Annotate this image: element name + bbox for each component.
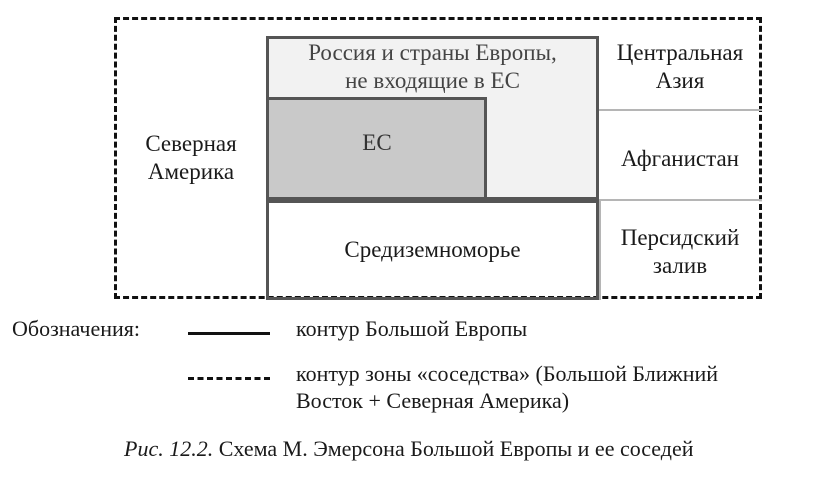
north-america-label: Северная Америка <box>145 130 237 184</box>
legend-solid-label: контур Большой Европы <box>296 316 528 341</box>
mediterranean-region <box>266 200 599 300</box>
legend-solid-line <box>188 332 270 335</box>
eu-label: ЕС <box>362 129 392 155</box>
figure-caption-prefix: Рис. 12.2. <box>124 436 214 461</box>
central-asia-label: Центральная Азия <box>616 39 744 93</box>
divider-central-asia-afghanistan <box>599 109 762 111</box>
legend-dashed-label-line1: контур зоны «соседства» (Большой Ближний <box>296 361 719 386</box>
divider-afghanistan-persian-gulf <box>599 199 762 201</box>
legend-dashed-label-line2: Восток + Северная Америка) <box>296 388 570 413</box>
persian-gulf-label: Персидский залив <box>620 224 740 278</box>
divider-med-persian-gulf <box>599 199 601 300</box>
afghanistan-label: Афганистан <box>621 145 739 171</box>
eu-region <box>266 97 487 200</box>
mediterranean-label: Средиземноморье <box>344 236 521 262</box>
big-europe-outline <box>266 36 599 300</box>
legend-title: Обозначения: <box>12 316 141 341</box>
russia-label: Россия и страны Европы, не входящие в ЕС <box>308 39 557 93</box>
legend-dashed-line <box>188 377 270 380</box>
figure-caption-text: Схема М. Эмерсона Большой Европы и ее со… <box>213 436 694 461</box>
figure-caption: Рис. 12.2. Схема М. Эмерсона Большой Евр… <box>124 436 694 462</box>
